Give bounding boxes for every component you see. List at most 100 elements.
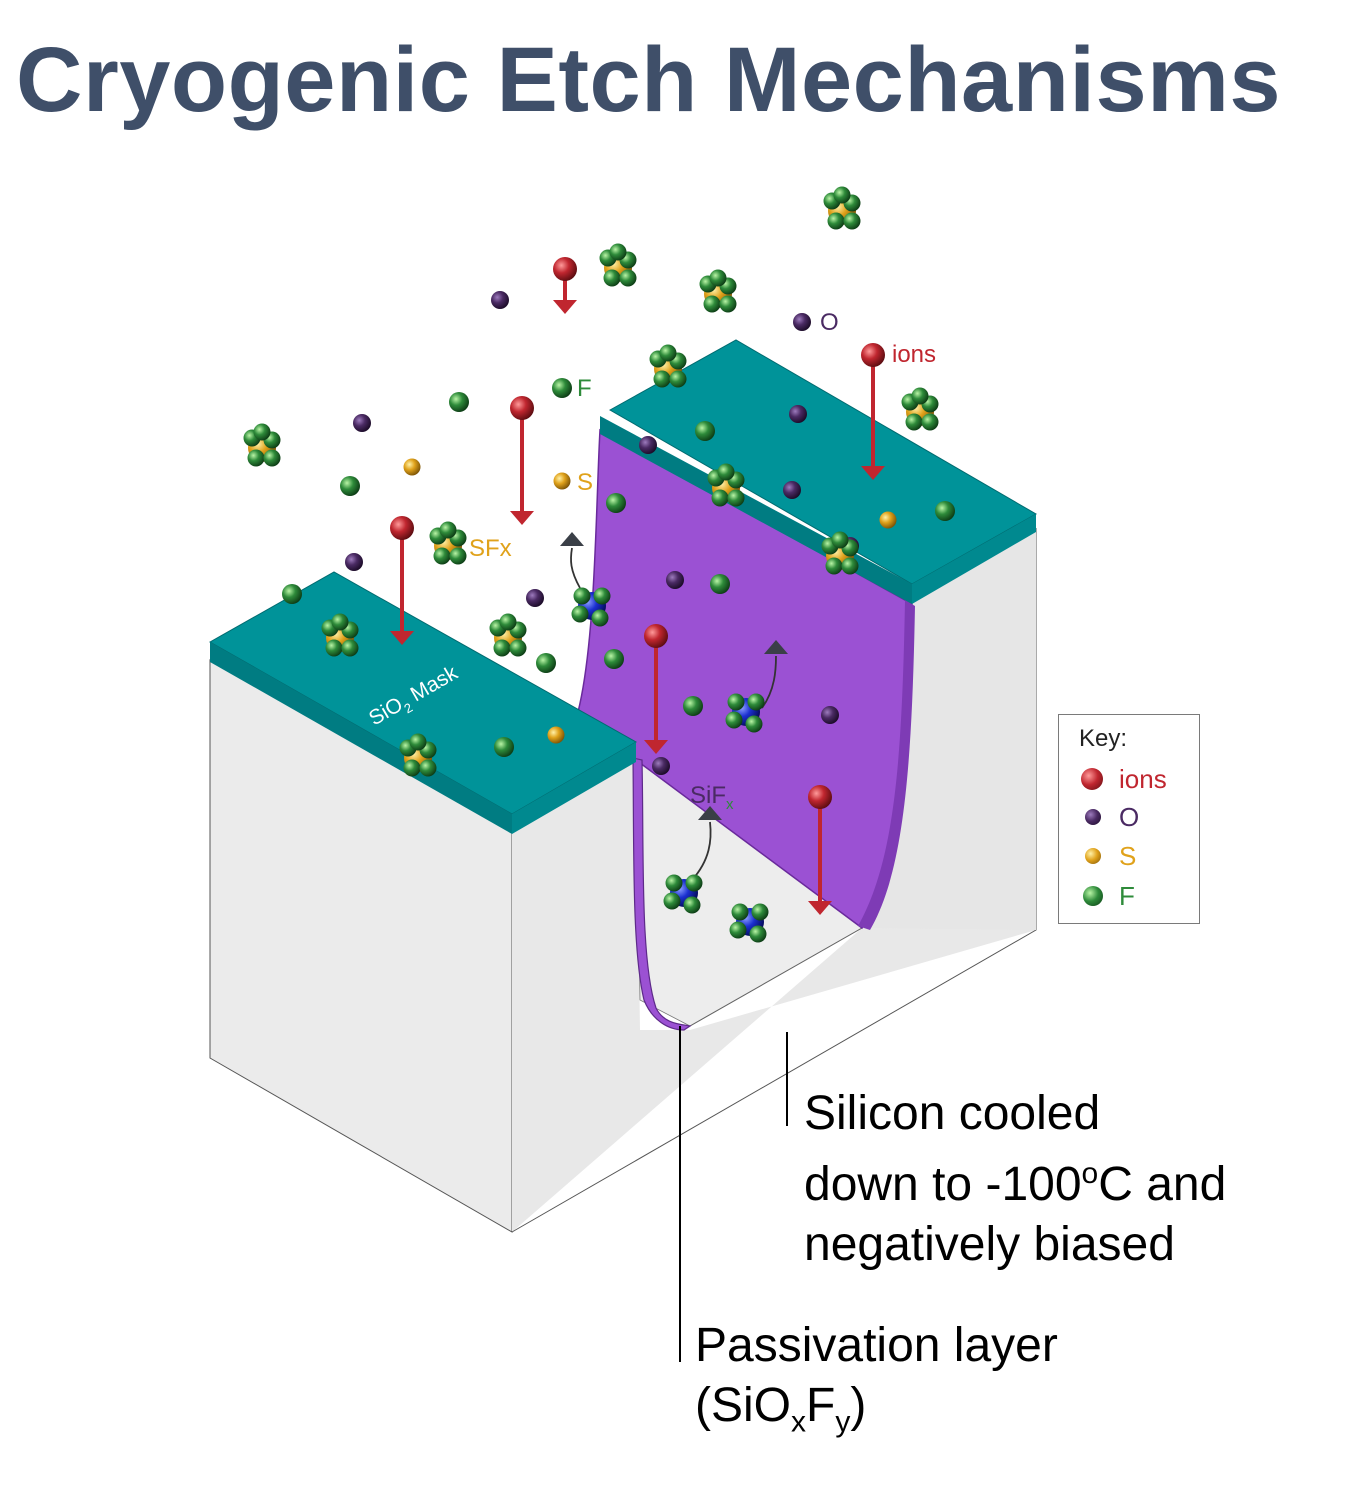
fluorine-atom: [340, 476, 360, 496]
silicon-callout: Silicon cooled down to -100oC and negati…: [804, 1084, 1344, 1275]
ion-sphere: [510, 396, 534, 420]
fluorine-atom: [494, 737, 514, 757]
fluorine-satellite: [841, 557, 859, 575]
oxygen-atom: [789, 405, 807, 423]
fluorine-satellite: [433, 547, 451, 565]
sfx-molecule: [821, 531, 859, 575]
fluorine-satellite: [493, 639, 511, 657]
sfx-molecule: [699, 269, 737, 313]
ion-arrow: [644, 624, 668, 754]
label-f: F: [577, 375, 592, 402]
sulfur-sphere-icon: [1085, 848, 1101, 864]
ion-arrow: [390, 516, 414, 645]
fluorine-satellite: [653, 370, 671, 388]
sfx-molecule: [489, 613, 527, 657]
label-s: S: [577, 469, 593, 496]
passivation-callout-line1: Passivation layer: [695, 1319, 1058, 1372]
legend-item-o: O: [1081, 801, 1191, 833]
fluorine-satellite: [665, 874, 683, 892]
fluorine-satellite: [703, 295, 721, 313]
fluorine-satellite: [729, 921, 747, 939]
fluorine-satellite: [247, 449, 265, 467]
sfx-molecule: [649, 344, 687, 388]
fluorine-sphere-icon: [1083, 886, 1103, 906]
desorption-arrow-head: [698, 806, 722, 820]
legend-label-s: S: [1119, 841, 1137, 871]
legend-item-ions: ions: [1081, 763, 1191, 795]
label-sfx: SFx: [469, 535, 512, 562]
fluorine-satellite: [727, 489, 745, 507]
fluorine-satellite: [751, 903, 769, 921]
sifx-molecule: [725, 640, 788, 733]
fluorine-satellite: [609, 243, 627, 261]
ion-arrow-head: [510, 511, 534, 525]
fluorine-satellite: [745, 715, 763, 733]
legend-item-f: F: [1081, 880, 1191, 912]
fluorine-atom: [695, 421, 715, 441]
desorption-arrow: [761, 655, 777, 709]
silicon-callout-line2: down to -100oC and: [804, 1157, 1227, 1211]
fluorine-satellite: [717, 463, 735, 481]
ion-arrow-head: [808, 901, 832, 915]
ion-arrow-head: [390, 631, 414, 645]
oxygen-atom: [652, 757, 670, 775]
fluorine-satellite: [341, 639, 359, 657]
fluorine-atom: [282, 584, 302, 604]
fluorine-satellite: [683, 896, 701, 914]
fluorine-satellite: [619, 269, 637, 287]
fluorine-satellite: [727, 693, 745, 711]
silicon-callout-line1: Silicon cooled: [804, 1087, 1101, 1140]
legend-title: Key:: [1079, 725, 1128, 752]
fluorine-satellite: [593, 587, 611, 605]
sfx-molecule: [321, 613, 359, 657]
sfx-molecule: [707, 463, 745, 507]
ion-sphere: [390, 516, 414, 540]
fluorine-satellite: [573, 587, 591, 605]
sulfur-atom: [547, 726, 565, 744]
oxygen-atom: [821, 706, 839, 724]
fluorine-satellite: [749, 925, 767, 943]
fluorine-satellite: [509, 639, 527, 657]
legend-label-o: O: [1119, 802, 1140, 832]
sfx-molecule: [429, 521, 467, 565]
fluorine-atom: [449, 392, 469, 412]
ion-sphere: [808, 785, 832, 809]
passivation-callout: Passivation layer (SiOxFy): [695, 1316, 1215, 1453]
fluorine-satellite: [725, 711, 743, 729]
fluorine-satellite: [449, 547, 467, 565]
fluorine-satellite: [263, 449, 281, 467]
fluorine-satellite: [603, 269, 621, 287]
sfx-molecule: [599, 243, 637, 287]
desorption-arrow: [570, 547, 581, 589]
label-ions: ions: [892, 341, 936, 368]
fluorine-atom: [935, 501, 955, 521]
sfx-molecule: [901, 387, 939, 431]
fluorine-satellite: [905, 413, 923, 431]
sfx-molecule: [399, 733, 437, 777]
sulfur-atom: [553, 472, 571, 490]
oxygen-atom: [783, 481, 801, 499]
sifx-molecule: [560, 532, 611, 627]
ion-arrows: [390, 257, 885, 915]
oxygen-atom: [639, 436, 657, 454]
fluorine-atom: [683, 696, 703, 716]
fluorine-atom: [604, 649, 624, 669]
sulfur-atom: [403, 458, 421, 476]
fluorine-satellite: [709, 269, 727, 287]
label-sifx: SiFx: [690, 782, 734, 813]
ion-sphere-icon: [1081, 768, 1103, 790]
fluorine-satellite: [827, 212, 845, 230]
fluorine-satellite: [499, 613, 517, 631]
ion-sphere: [861, 343, 885, 367]
right-block-face: [862, 528, 1036, 930]
fluorine-satellite: [325, 639, 343, 657]
passivation-right-edge: [858, 600, 915, 930]
fluorine-satellite: [663, 892, 681, 910]
ion-arrow: [808, 785, 832, 915]
fluorine-satellite: [719, 295, 737, 313]
fluorine-satellite: [659, 344, 677, 362]
ion-arrow: [510, 396, 534, 525]
fluorine-atom: [536, 653, 556, 673]
ion-arrow-head: [553, 300, 577, 314]
sfx-molecule: [823, 186, 861, 230]
